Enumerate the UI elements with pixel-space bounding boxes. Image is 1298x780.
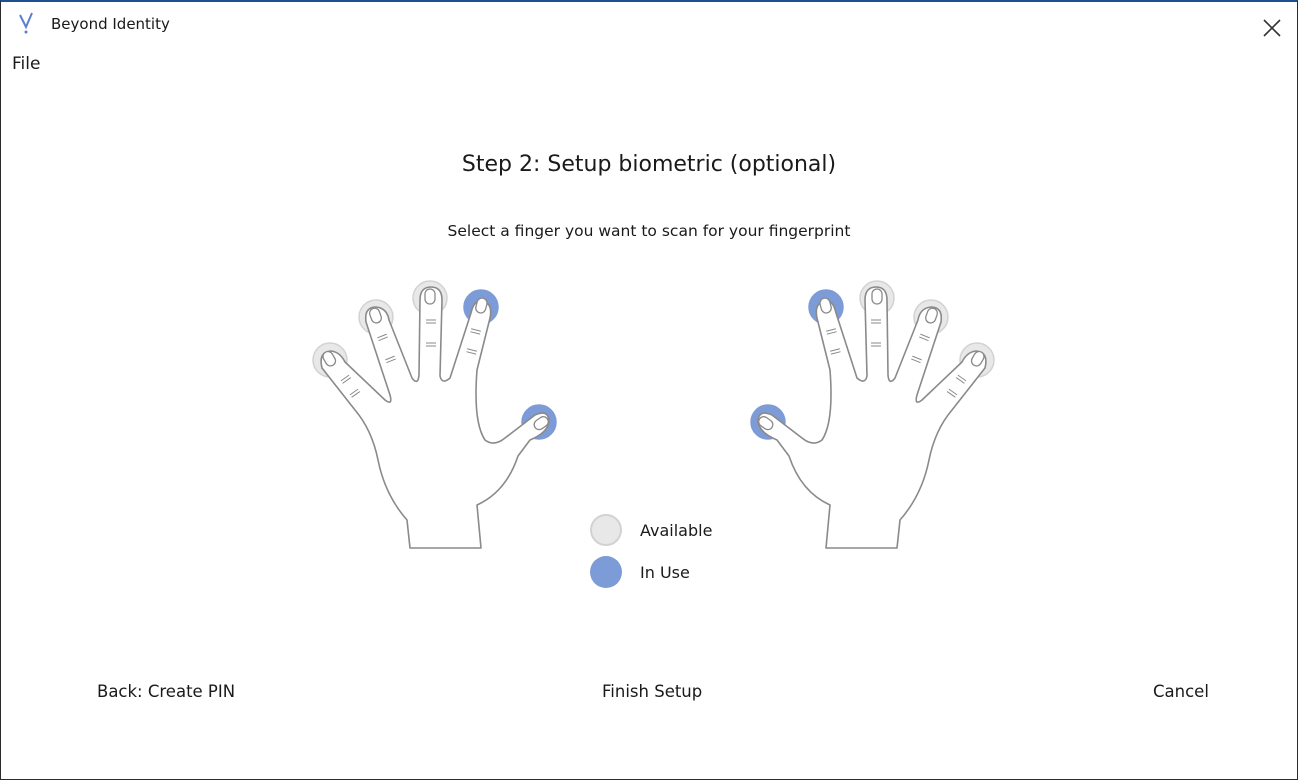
finger-crease bbox=[946, 388, 958, 398]
fingernail bbox=[819, 297, 832, 314]
left-hand-outline bbox=[320, 286, 550, 549]
finger-crease bbox=[426, 342, 436, 347]
beyond-identity-logo-icon bbox=[19, 12, 33, 34]
finger-crease bbox=[911, 355, 922, 364]
cancel-button[interactable]: Cancel bbox=[1153, 682, 1209, 701]
fingernail bbox=[368, 307, 382, 324]
available-swatch bbox=[590, 514, 622, 546]
page-title: Step 2: Setup biometric (optional) bbox=[461, 152, 837, 177]
fingernail bbox=[925, 307, 939, 324]
fingernail bbox=[758, 416, 774, 431]
legend-in-use-label: In Use bbox=[640, 562, 690, 582]
legend-available: Available bbox=[590, 514, 712, 546]
right-hand-outline bbox=[757, 286, 987, 549]
finger-crease bbox=[871, 319, 881, 324]
menu-file[interactable]: File bbox=[12, 54, 41, 74]
finish-setup-button[interactable]: Finish Setup bbox=[602, 682, 703, 701]
finger-crease bbox=[919, 333, 930, 342]
title-bar: Beyond Identity bbox=[0, 0, 1298, 48]
left-hand bbox=[312, 280, 557, 549]
finger-crease bbox=[871, 342, 881, 347]
finger-crease bbox=[349, 388, 361, 398]
fingernail bbox=[475, 297, 488, 314]
finger-crease bbox=[377, 333, 388, 342]
finger-crease bbox=[955, 374, 967, 384]
legend-available-label: Available bbox=[640, 520, 713, 540]
app-title: Beyond Identity bbox=[51, 15, 170, 33]
page-subtitle: Select a finger you want to scan for you… bbox=[447, 222, 851, 240]
finger-crease bbox=[830, 348, 841, 355]
finger-crease bbox=[826, 328, 837, 335]
finger-crease bbox=[340, 374, 352, 384]
legend-in-use: In Use bbox=[590, 556, 690, 588]
finger-crease bbox=[466, 348, 477, 355]
finger-crease bbox=[470, 328, 481, 335]
finger-crease bbox=[426, 319, 436, 324]
in-use-swatch bbox=[590, 556, 622, 588]
fingernail bbox=[533, 416, 549, 431]
fingernail bbox=[970, 350, 985, 367]
close-icon[interactable] bbox=[1260, 16, 1284, 40]
fingernail bbox=[322, 350, 337, 367]
fingernail bbox=[871, 288, 883, 305]
fingernail bbox=[424, 288, 436, 305]
right-hand bbox=[750, 280, 995, 549]
finger-crease bbox=[385, 355, 396, 364]
back-button[interactable]: Back: Create PIN bbox=[97, 682, 236, 701]
